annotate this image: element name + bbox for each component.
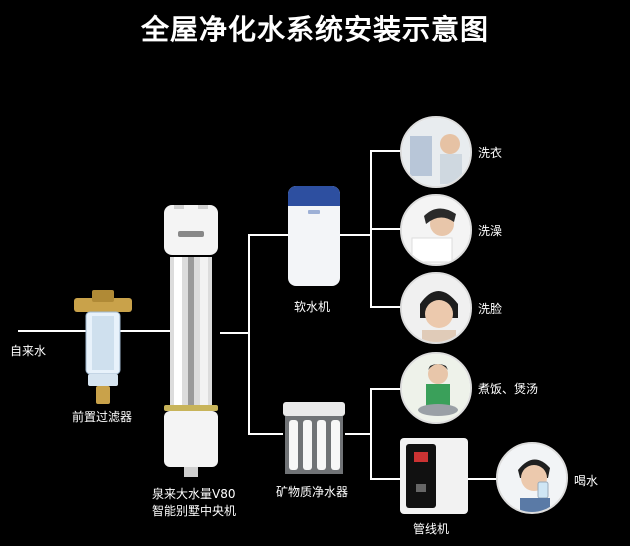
laundry-photo-icon xyxy=(400,116,472,188)
laundry-label: 洗衣 xyxy=(478,146,503,160)
central-label-line2: 智能别墅中央机 xyxy=(152,504,237,518)
softener-label: 软水机 xyxy=(294,300,331,314)
bath-label: 洗澡 xyxy=(478,224,503,238)
prefilter-label: 前置过滤器 xyxy=(72,410,133,424)
central-purifier-icon xyxy=(164,205,218,477)
pipeline-pipe xyxy=(370,478,400,480)
cooking-photo-icon xyxy=(400,352,472,424)
face-label: 洗脸 xyxy=(478,302,503,316)
face-pipe xyxy=(370,306,402,308)
bath-pipe xyxy=(370,228,402,230)
inlet-label: 自来水 xyxy=(10,344,47,358)
pipeline-label: 管线机 xyxy=(413,522,450,536)
central-label-line1: 泉来大水量V80 xyxy=(152,487,236,501)
pipeline-dispenser-icon xyxy=(400,438,468,514)
prefilter-device-icon xyxy=(74,290,132,404)
trunk-vertical xyxy=(248,234,250,434)
drinking-label: 喝水 xyxy=(574,474,599,488)
water-softener-icon xyxy=(288,186,340,286)
trunk-branch xyxy=(220,332,250,334)
page-title: 全屋净化水系统安装示意图 xyxy=(140,13,489,46)
bath-photo-icon xyxy=(400,194,472,266)
drinking-photo-icon xyxy=(496,442,568,514)
drinking-pipe xyxy=(468,478,498,480)
cooking-pipe xyxy=(370,388,402,390)
mineral-out xyxy=(345,433,370,435)
cooking-label: 煮饭、煲汤 xyxy=(478,382,539,396)
mineral-label: 矿物质净水器 xyxy=(276,485,349,499)
mineral-purifier-icon xyxy=(283,402,345,474)
softener-pipe xyxy=(248,234,288,236)
softener-out xyxy=(340,234,370,236)
mineral-distribution xyxy=(370,388,372,480)
laundry-pipe xyxy=(370,150,402,152)
mineral-pipe xyxy=(248,433,283,435)
face-wash-photo-icon xyxy=(400,272,472,344)
